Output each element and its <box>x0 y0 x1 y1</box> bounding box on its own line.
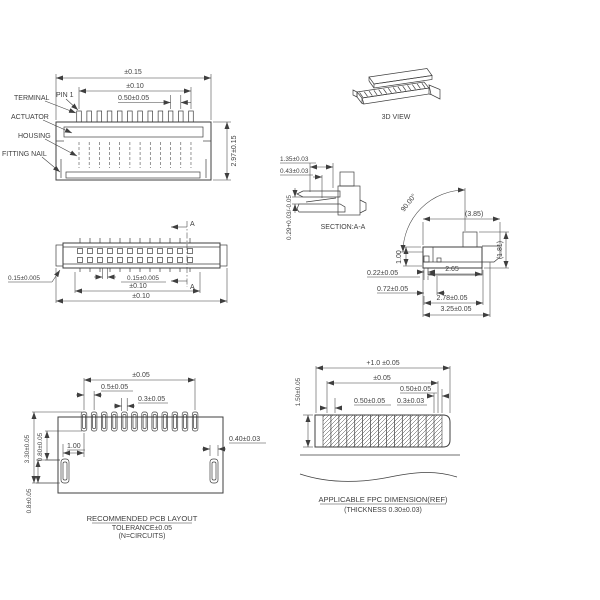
terminal-pins <box>76 110 194 169</box>
actuator-bar <box>63 126 204 138</box>
label-terminal: TERMINAL <box>14 95 50 102</box>
dim-section-d1: 1.35±0.03 <box>280 156 309 163</box>
dim-pcb-total-h: 3.30±0.05 <box>24 434 31 463</box>
dim-fpc-height: 1.50±0.05 <box>295 377 302 406</box>
dim-pad-width-mid: 0.15±0.005 <box>127 275 159 282</box>
dim-angle: 90.00° <box>399 192 418 213</box>
dim-section-d2: 0.43±0.03 <box>280 168 309 175</box>
fpc-outline <box>314 414 451 448</box>
pcb-pads <box>80 411 199 432</box>
fpc-view: +1.0 ±0.05 ±0.05 0.50±0.05 0.50±0.05 0.3… <box>295 360 460 514</box>
section-label-bottom: A <box>190 284 195 291</box>
dim-pcb-span: ±0.05 <box>132 372 150 379</box>
dim-side-d6: 3.25±0.05 <box>440 306 471 313</box>
iso-actuator-top <box>368 68 433 85</box>
label-actuator: ACTUATOR <box>11 114 49 121</box>
pcb-nail-pad-right <box>209 458 219 484</box>
pcb-tolerance: TOLERANCE±0.05 <box>112 525 172 532</box>
pcb-title: RECOMMENDED PCB LAYOUT <box>87 514 198 523</box>
section-upper-lip <box>296 190 341 198</box>
iso-caption: 3D VIEW <box>382 114 411 121</box>
dim-pcb-pitch: 0.5±0.05 <box>101 384 128 391</box>
dim-pcb-pad-h: 0.80±0.05 <box>37 432 44 461</box>
dim-pad-width-left: 0.15±0.005 <box>8 275 40 282</box>
dim-fpc-finger-w: 0.3±0.03 <box>397 398 424 405</box>
dim-width-ref: (3.85) <box>465 211 483 218</box>
dim-span-outer: ±0.10 <box>132 293 150 300</box>
dim-pin-span: ±0.10 <box>126 83 144 90</box>
angle-arc <box>400 187 466 253</box>
dim-fpc-pitch: 0.50±0.05 <box>354 398 385 405</box>
iso-left-block <box>352 89 358 98</box>
dim-overall-width: ±0.15 <box>124 69 142 76</box>
fpc-title: APPLICABLE FPC DIMENSION(REF) <box>318 495 448 504</box>
fpc-contact-fingers <box>322 414 443 448</box>
dim-side-d2: 0.22±0.05 <box>367 270 398 277</box>
housing-outline <box>55 121 212 181</box>
section-label-top: A <box>190 221 195 228</box>
left-nail-cap <box>55 244 64 267</box>
iso-view: 3D VIEW <box>352 68 441 121</box>
section-top-tab <box>339 171 355 187</box>
pcb-outline <box>57 416 224 494</box>
dim-side-d1: 1.00 <box>396 250 403 264</box>
label-housing: HOUSING <box>18 133 51 140</box>
dim-span-inner: ±0.10 <box>129 283 147 290</box>
dim-pitch: 0.50±0.05 <box>118 95 149 102</box>
dim-side-d5: 2.78±0.05 <box>436 295 467 302</box>
side-body <box>422 246 483 269</box>
section-view: 1.35±0.03 0.43±0.03 0.29+0.03/-0.05 SECT… <box>280 156 367 240</box>
right-nail-cap <box>219 244 228 267</box>
section-body-block <box>337 185 361 216</box>
top-view: A A 0.15±0.005 0.15±0.005 ±0.10 ±0.10 <box>8 221 228 304</box>
dim-fpc-end-w: 0.50±0.05 <box>400 386 431 393</box>
dim-pcb-edge: 1.00 <box>67 443 81 450</box>
fpc-break-wave <box>299 472 458 482</box>
solder-strip <box>65 171 201 179</box>
dim-fpc-overall: +1.0 ±0.05 <box>366 360 399 367</box>
dim-height-ref: (1.81) <box>497 241 504 259</box>
label-pin1: PIN 1 <box>56 92 74 99</box>
dim-pcb-pad-w: 0.3±0.05 <box>138 396 165 403</box>
side-view: 90.00° (3.85) (1.81) 1.00 0.22±0.05 2.65… <box>367 187 509 318</box>
dim-pcb-nail-h: 0.8±0.05 <box>26 488 33 513</box>
front-view: ±0.15 ±0.10 0.50±0.05 2.97±0.15 TERMINAL… <box>2 69 238 181</box>
side-top-tab <box>462 231 478 248</box>
dim-side-d3: 2.65 <box>445 266 459 273</box>
section-title: SECTION:A-A <box>321 224 366 231</box>
pcb-nail-pad-left <box>60 458 70 484</box>
fpc-thickness: (THICKNESS 0.30±0.03) <box>344 507 422 514</box>
dim-side-d4: 0.72±0.05 <box>377 286 408 293</box>
dim-height: 2.97±0.15 <box>231 135 238 166</box>
iso-nail-block <box>428 84 441 100</box>
pcb-note: (N=CIRCUITS) <box>119 533 166 540</box>
label-fitting-nail: FITTING NAIL <box>2 151 47 158</box>
iso-actuator-front <box>373 75 433 89</box>
pcb-layout-view: ±0.05 0.5±0.05 0.3±0.05 1.00 0.40±0.03 3… <box>24 372 266 540</box>
dim-pcb-nail-w: 0.40±0.03 <box>229 436 260 443</box>
dim-section-d3: 0.29+0.03/-0.05 <box>286 195 293 240</box>
section-hook <box>359 199 367 214</box>
dim-fpc-span: ±0.05 <box>373 375 391 382</box>
